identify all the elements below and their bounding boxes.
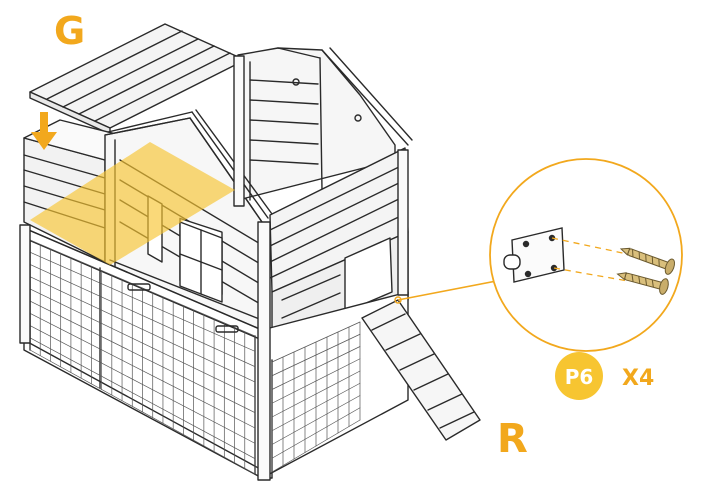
part-label-g: G	[54, 9, 85, 53]
wire-mesh-side	[271, 321, 361, 473]
ramp-r	[361, 299, 481, 441]
hardware-badge	[555, 352, 603, 400]
screw-guides	[551, 237, 666, 282]
highlight-panel	[30, 142, 235, 265]
hinge-icon	[503, 227, 565, 283]
part-label-r: R	[497, 416, 528, 462]
hardware-code: P6	[565, 365, 594, 389]
hardware-quantity: X4	[622, 366, 654, 391]
roof-panel-g	[29, 23, 246, 135]
down-arrow-icon	[31, 112, 57, 150]
tray-handles	[127, 283, 239, 333]
corner-posts	[19, 55, 409, 481]
screw-icon	[616, 247, 676, 295]
detail-callout	[489, 158, 683, 352]
wire-mesh	[29, 239, 256, 475]
back-gable	[237, 47, 413, 201]
